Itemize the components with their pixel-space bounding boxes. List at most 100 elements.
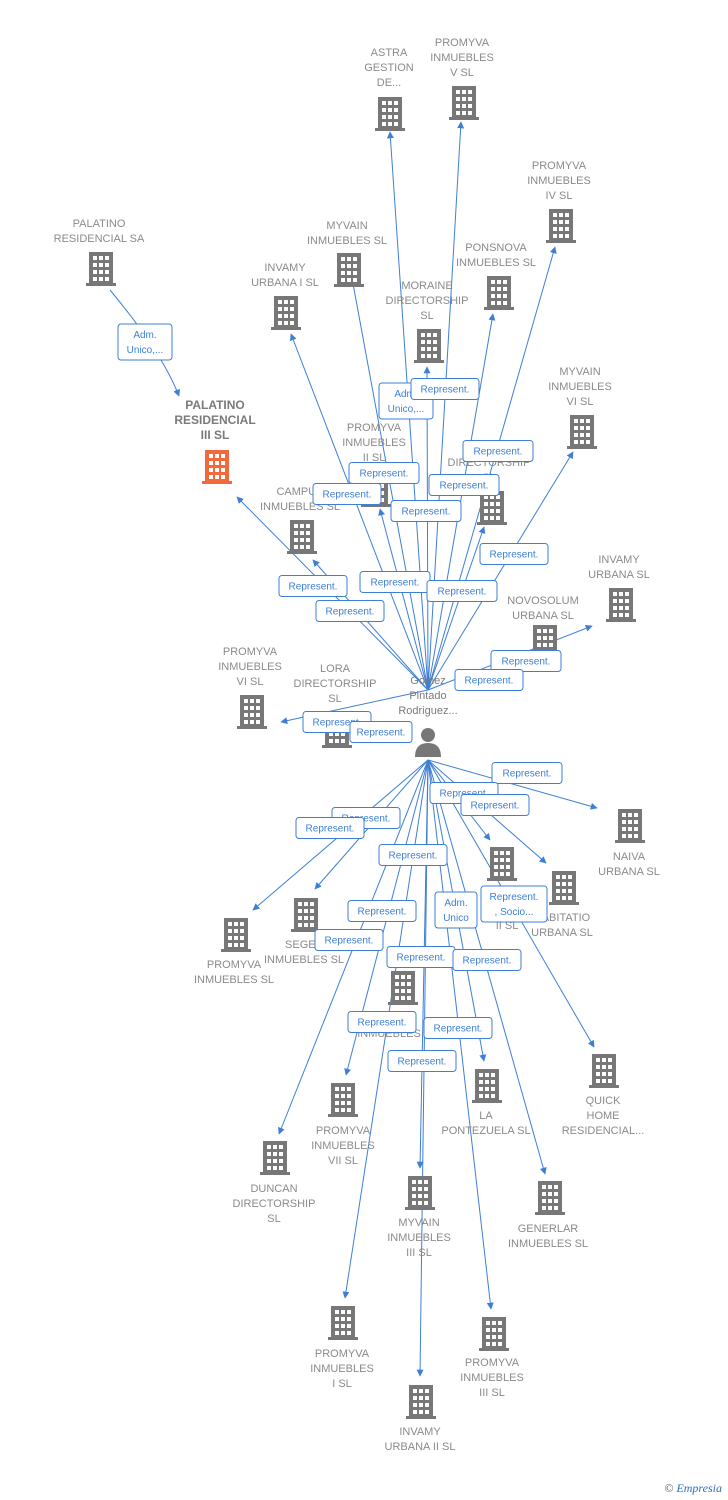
building-icon [567, 415, 597, 449]
brand-name: Empresia [676, 1481, 722, 1495]
node-label-line: CAMPUS [276, 486, 323, 498]
company-node-habitatio-ii[interactable]: II SL [487, 847, 518, 932]
node-label-line: LORA [320, 663, 351, 675]
edge-to-directorship [427, 526, 486, 691]
edge-to-moraine [423, 366, 431, 691]
node-label-line: INMUEBLES [387, 1232, 451, 1244]
node-label-line: MYVAIN [559, 366, 600, 378]
node-label-line: III SL [479, 1387, 505, 1399]
edge-label-rep-habitatio: Represent. [460, 794, 530, 816]
node-label-line: II SL [363, 452, 386, 464]
node-label-line: I SL [332, 1378, 352, 1390]
node-label-line: PROMYVA [316, 1125, 371, 1137]
company-node-ponsnova[interactable]: PONSNOVA INMUEBLES SL [456, 242, 536, 310]
node-label-line: INMUEBLES [311, 1140, 375, 1152]
edge-label-rep-promyva-sl: Represent. [295, 817, 365, 839]
node-label-line: V SL [450, 67, 474, 79]
building-icon [237, 695, 267, 729]
node-label-line: GESTION [364, 62, 414, 74]
edge-label-rep-moraine: Represent. [410, 378, 480, 400]
building-icon [615, 809, 645, 843]
edge-label-text: Represent. [474, 447, 523, 458]
node-label-line: INMUEBLES SL [456, 257, 536, 269]
edge-label-adm-unico: Adm.Unico [434, 891, 478, 929]
company-node-quick[interactable]: QUICKHOMERESIDENCIAL... [562, 1054, 645, 1137]
node-label-line: URBANA SL [598, 866, 660, 878]
node-label-line: SL [267, 1213, 280, 1225]
node-label-line: PONSNOVA [465, 242, 527, 254]
edge-label-text: Represent. [357, 728, 406, 739]
company-node-promyva-iii[interactable]: PROMYVA INMUEBLES III SL [460, 1317, 524, 1399]
edge-label-rep-campus-b: Represent. [315, 600, 385, 622]
edge-label-text: Adm. [133, 330, 156, 341]
node-label-line: RESIDENCIAL... [562, 1125, 645, 1137]
edge-label-text: Represent. [402, 507, 451, 518]
node-label-line: GENERLAR [518, 1223, 579, 1235]
node-label-line: VI SL [237, 676, 264, 688]
edge-label-rep-myvain-vi: Represent. [479, 543, 549, 565]
edge-label-text: Represent. [389, 851, 438, 862]
edge-label-rep-myvain-iii: Represent. [386, 946, 456, 968]
edge-label-text: Represent. [371, 578, 420, 589]
node-label-line: INMUEBLES [527, 175, 591, 187]
node-label-line: INMUEBLES SL [307, 235, 387, 247]
node-label-line: PROMYVA [465, 1357, 520, 1369]
edge-label-text: , Socio... [495, 907, 534, 918]
node-label-line: INMUEBLES [460, 1372, 524, 1384]
center-person-node[interactable]: GomezPintadoRodriguez... [398, 675, 458, 757]
edge-label-rep-promyva-ii-b: Represent. [390, 500, 462, 522]
edge-label-rep-pontezuela: Represent. [423, 1017, 493, 1039]
edge-label-rep-promyva-vii: Represent. [347, 1011, 417, 1033]
node-label-line: INMUEBLES [430, 52, 494, 64]
edge-label-text: Represent. [503, 769, 552, 780]
edge-label-rep-low: Represent. [387, 1050, 457, 1072]
company-node-astra[interactable]: ASTRAGESTIONDE... [364, 47, 414, 131]
edge-label-text: Adm. [394, 389, 417, 400]
building-icon [405, 1176, 435, 1210]
edges-layer [109, 121, 598, 1377]
building-icon [406, 1385, 436, 1419]
building-icon [271, 296, 301, 330]
node-label-line: VI SL [567, 396, 594, 408]
node-label-line: HABITATIO [534, 912, 591, 924]
edge-label-text: Represent. [434, 1024, 483, 1035]
edge-label-rep-generlar: Represent. [452, 949, 522, 971]
edge-label-text: Represent. [465, 676, 514, 687]
node-label-line: RESIDENCIAL SA [54, 233, 145, 245]
building-icon [479, 1317, 509, 1351]
node-label-line: PALATINO [185, 398, 245, 412]
edge-label-text: Represent. [342, 814, 391, 825]
node-label-line: INMUEBLES SL [194, 974, 274, 986]
building-icon [472, 1069, 502, 1103]
building-icon [449, 86, 479, 120]
building-icon [334, 253, 364, 287]
edge-label-rep-lora: Represent. [349, 721, 413, 743]
edge-to-myvain-vi [427, 451, 574, 691]
node-label-line: INMUEBLES [310, 1363, 374, 1375]
